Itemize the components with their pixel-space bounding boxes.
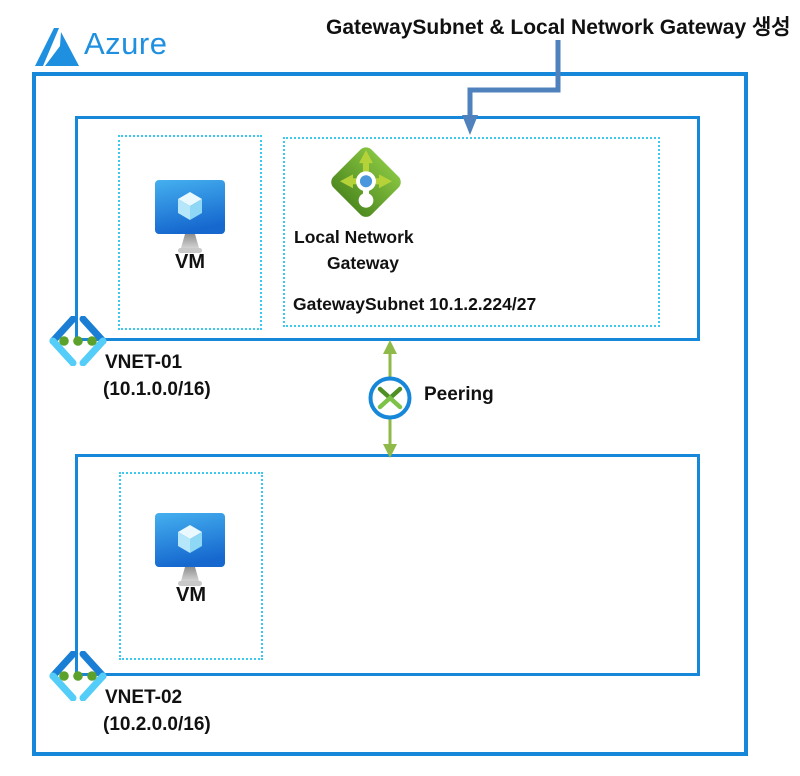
azure-brand-text: Azure <box>84 26 168 61</box>
local-network-gateway-label-line2: Gateway <box>327 253 399 273</box>
gateway-subnet-label: GatewaySubnet 10.1.2.224/27 <box>293 294 537 314</box>
azure-boundary-box <box>32 72 748 756</box>
annotation-arrow-icon <box>462 40 561 135</box>
virtual-network-icon <box>49 316 107 366</box>
peering-label: Peering <box>424 384 494 405</box>
vnet1-cidr: (10.1.0.0/16) <box>103 379 211 400</box>
vm1-label: VM <box>175 251 205 273</box>
vnet2-name: VNET-02 <box>105 687 183 708</box>
azure-logo-icon <box>35 28 79 66</box>
virtual-network-icon <box>49 651 107 701</box>
vnet1-name: VNET-01 <box>105 352 183 373</box>
local-network-gateway-icon <box>331 147 401 217</box>
vnet2-vm-subnet-box <box>119 472 263 660</box>
diagram-title: GatewaySubnet & Local Network Gateway 생성 <box>326 16 791 39</box>
vm2-label: VM <box>176 584 206 606</box>
vm-monitor-icon <box>155 513 225 586</box>
vm-monitor-icon <box>155 180 225 253</box>
vnet2-cidr: (10.2.0.0/16) <box>103 714 211 735</box>
local-network-gateway-label-line1: Local Network <box>294 227 414 247</box>
peering-icon <box>368 340 412 458</box>
